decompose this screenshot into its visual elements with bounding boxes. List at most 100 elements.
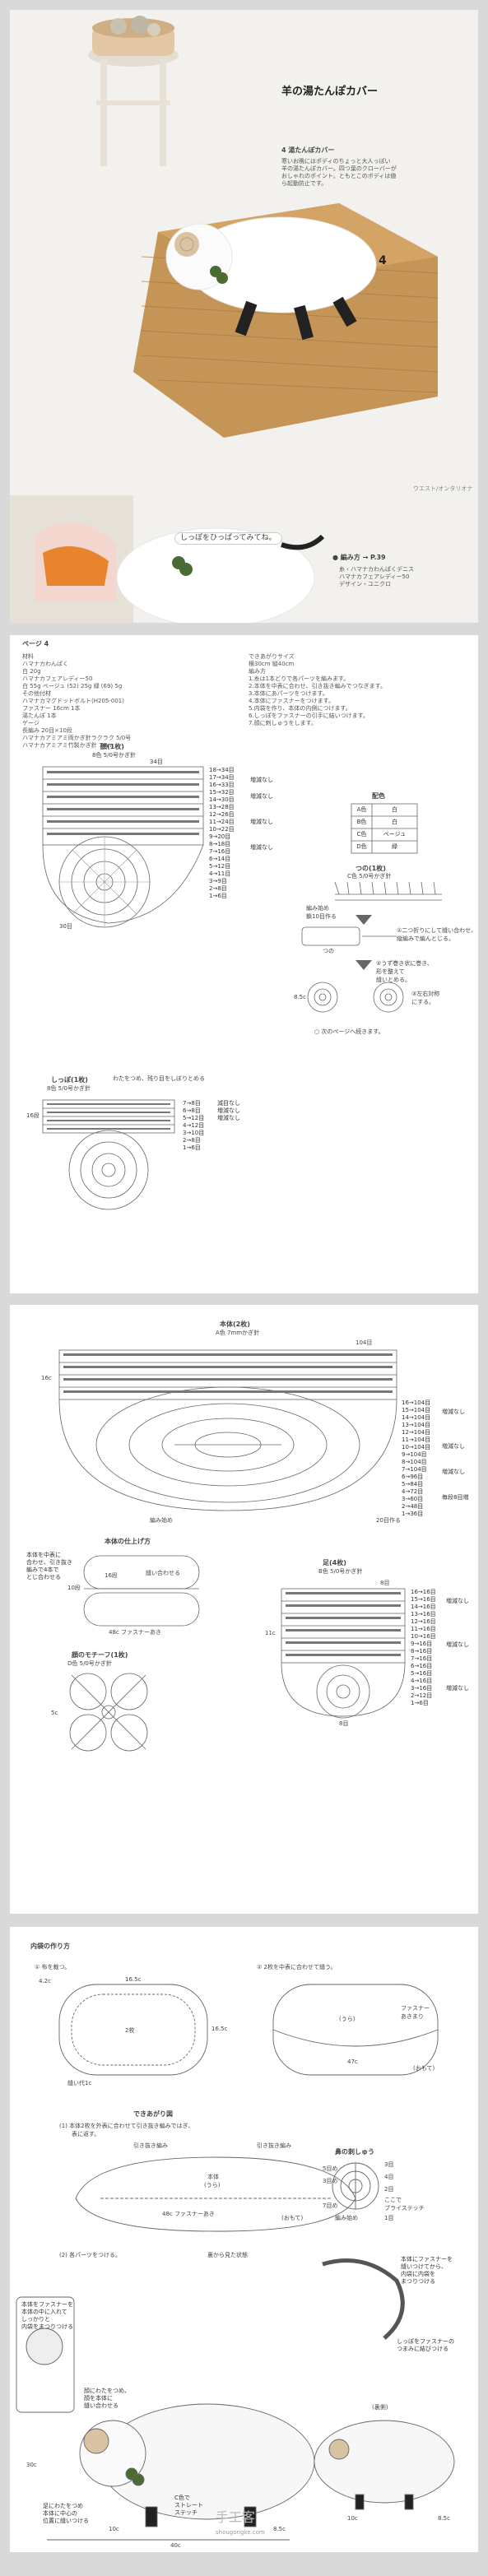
finish-step-1: (1) 本体2枚を外表に合わせて引き抜き編みではぎ、 — [59, 2123, 194, 2129]
zip-stop: あきまり — [401, 2013, 424, 2020]
photo-caption: しっぽをひっぱってみてね。 — [174, 532, 282, 545]
assembly-notes: 本体を中表に合わせ、引き抜き編みで4本でとじ合わせる — [26, 1552, 72, 1580]
color-table: A色白 B色白 C色ベージュ D色緑 — [356, 806, 407, 850]
circle-icon: ○ — [314, 1028, 320, 1035]
ball-icon: ● — [332, 554, 338, 561]
dim-back-2: 8.5c — [438, 2515, 450, 2522]
horn-step2c: 縫いとめる。 — [376, 977, 411, 983]
back-view-label: (裏側) — [372, 2404, 388, 2411]
page4-diagram-art — [16, 1984, 455, 2541]
figure-number: 4 — [379, 254, 387, 267]
horn-step2: ②うず巻き状に巻き、 — [376, 960, 433, 967]
inner-dim-2: 16.5c — [125, 1976, 142, 1983]
page3-chart-art — [58, 1349, 406, 1752]
inner-bag-title: 内袋の作り方 — [30, 1942, 70, 1950]
face-width: 34目 — [150, 759, 163, 765]
body-start: 編み始め — [150, 1517, 173, 1524]
page-4-assembly: 内袋の作り方 ① 布を裁つ。 4.2c 16.5c 16.5c 2枚 縫い代1c… — [10, 1927, 478, 2552]
pattern-reference: ● 編み方 → P.39 — [332, 554, 386, 561]
clover-title: 顔のモチーフ(1枚) — [72, 1651, 128, 1659]
horn-label: つの — [323, 948, 334, 954]
horn-size: 8.5c — [294, 994, 306, 1000]
finish-step-1b: 表に返す。 — [72, 2131, 100, 2137]
horn-title: つの(1枚) — [356, 865, 386, 872]
clover-hook: D色 5/0号かぎ針 — [67, 1660, 112, 1667]
nose-title: 鼻の刺しゅう — [335, 2148, 374, 2156]
inner-dim-3: 16.5c — [211, 2026, 228, 2032]
nose-label-6: ここで — [384, 2197, 402, 2203]
assembly-dim-2: 16段 — [105, 1572, 118, 1579]
nose-label-2: 5目め — [323, 2165, 338, 2172]
zip-sewing-note: 本体にファスナーを縫いつけてから、内袋に内袋をまつりつける — [401, 2256, 453, 2285]
item-title: 4 湯たんぽカバー — [281, 146, 335, 154]
horn-symmetric-b: にする。 — [411, 999, 435, 1005]
body-title: 本体(2枚) — [220, 1320, 250, 1328]
inner-wrong-side: (うら) — [339, 2016, 356, 2022]
item-description: 寒いお晩にはポディのちょっと大人っぽい羊の湯たんぽカバー。四つ葉のクローバーがお… — [281, 158, 397, 187]
dim-total-width: 40c — [170, 2542, 181, 2549]
body-row-notes: 増減なし増減なし増減なし毎段8目増 — [442, 1409, 469, 1501]
finish-wrong: (うら) — [204, 2182, 221, 2188]
horn-step2b: 形を整えて — [376, 968, 405, 975]
leg-row-notes: 増減なし増減なし増減なし — [446, 1598, 469, 1692]
photo-credit: ウエスト/オンタリオナ — [413, 485, 473, 492]
body-height: 16c — [41, 1375, 52, 1381]
leg-attach-notes: 足にわたをつめ本体に中心の位置に縫いつける — [43, 2503, 89, 2524]
inner-step-1: ① 布を裁つ。 — [35, 1964, 71, 1970]
nose-label-8: 7目め — [323, 2202, 338, 2209]
left-side-notes: 本体をファスナーを本体の中に入れてしっかりと内袋をまつりつける — [21, 2301, 74, 2330]
finish-step-2: (2) 各パーツをつける。 — [59, 2252, 122, 2258]
leg-bottom-count: 8目 — [339, 1720, 349, 1727]
horn-step1: ①二つ折りにして縫い合わせ、 — [397, 927, 477, 934]
finish-note-1: 引き抜き編み — [133, 2142, 168, 2149]
tail-row-notes: 減目なし増減なし増減なし — [217, 1100, 240, 1121]
page1-photo-art — [10, 10, 478, 623]
leg-hook: B色 5/0号かぎ針 — [318, 1568, 363, 1575]
finish-note-2: 引き抜き編み — [257, 2142, 291, 2149]
horn-symmetric: ③左右対称 — [411, 991, 440, 997]
finish-title: できあがり図 — [133, 2110, 173, 2118]
face-bottom-count: 30目 — [59, 923, 72, 930]
nose-label-1: 3目 — [384, 2161, 394, 2168]
page-title: 羊の湯たんぽカバー — [281, 86, 379, 98]
horn-start-note: 編み始め — [306, 905, 329, 912]
finish-right: (おもて) — [281, 2215, 304, 2221]
horn-step1b: 縦編みで編んとじる。 — [397, 935, 454, 942]
body-hook: A色 7mmかぎ針 — [216, 1330, 260, 1336]
assembly-title: 本体の仕上げ方 — [105, 1538, 151, 1545]
tail-hook: 8色 5/0号かぎ針 — [47, 1085, 91, 1092]
face-title: 顔(1枚) — [100, 743, 124, 750]
finish-zip: 48c ファスナーあき — [162, 2211, 215, 2217]
assembly-dim-4: 48c ファスナーあき — [109, 1629, 161, 1636]
inner-dim-4: 2枚 — [125, 2027, 135, 2034]
finish-back-note: 裏から見た状態 — [207, 2252, 248, 2258]
page-label: ページ 4 — [22, 640, 49, 647]
horn-hook: C色 5/0号かぎ針 — [347, 873, 392, 880]
zip-label: ファスナー — [401, 2005, 430, 2012]
leg-width: 8目 — [380, 1580, 390, 1586]
body-width: 104目 — [356, 1339, 373, 1346]
nose-label-5: 2目 — [384, 2186, 394, 2193]
tail-note: わたをつめ、残り目をしぼりとめる — [113, 1075, 205, 1082]
nose-label-4: 3目め — [323, 2178, 338, 2184]
tail-title: しっぽ(1枚) — [51, 1076, 88, 1084]
finish-body: 本体 — [207, 2174, 219, 2180]
stitch-notes: C色でストレートステッチ — [174, 2495, 203, 2516]
clover-size: 5c — [51, 1710, 58, 1716]
leg-title: 足(4枚) — [323, 1559, 346, 1566]
nose-label-7: ブライステッチ — [384, 2205, 425, 2212]
assembly-dim-3: 縫い合わせる — [146, 1570, 180, 1576]
tail-rows-dim: 16段 — [26, 1112, 40, 1119]
assembly-dim-1: 10段 — [67, 1585, 81, 1591]
dim-height: 30c — [26, 2462, 37, 2468]
watermark: 手工客 — [216, 2509, 256, 2525]
inner-dim-5: 縫い代1c — [67, 2080, 92, 2086]
